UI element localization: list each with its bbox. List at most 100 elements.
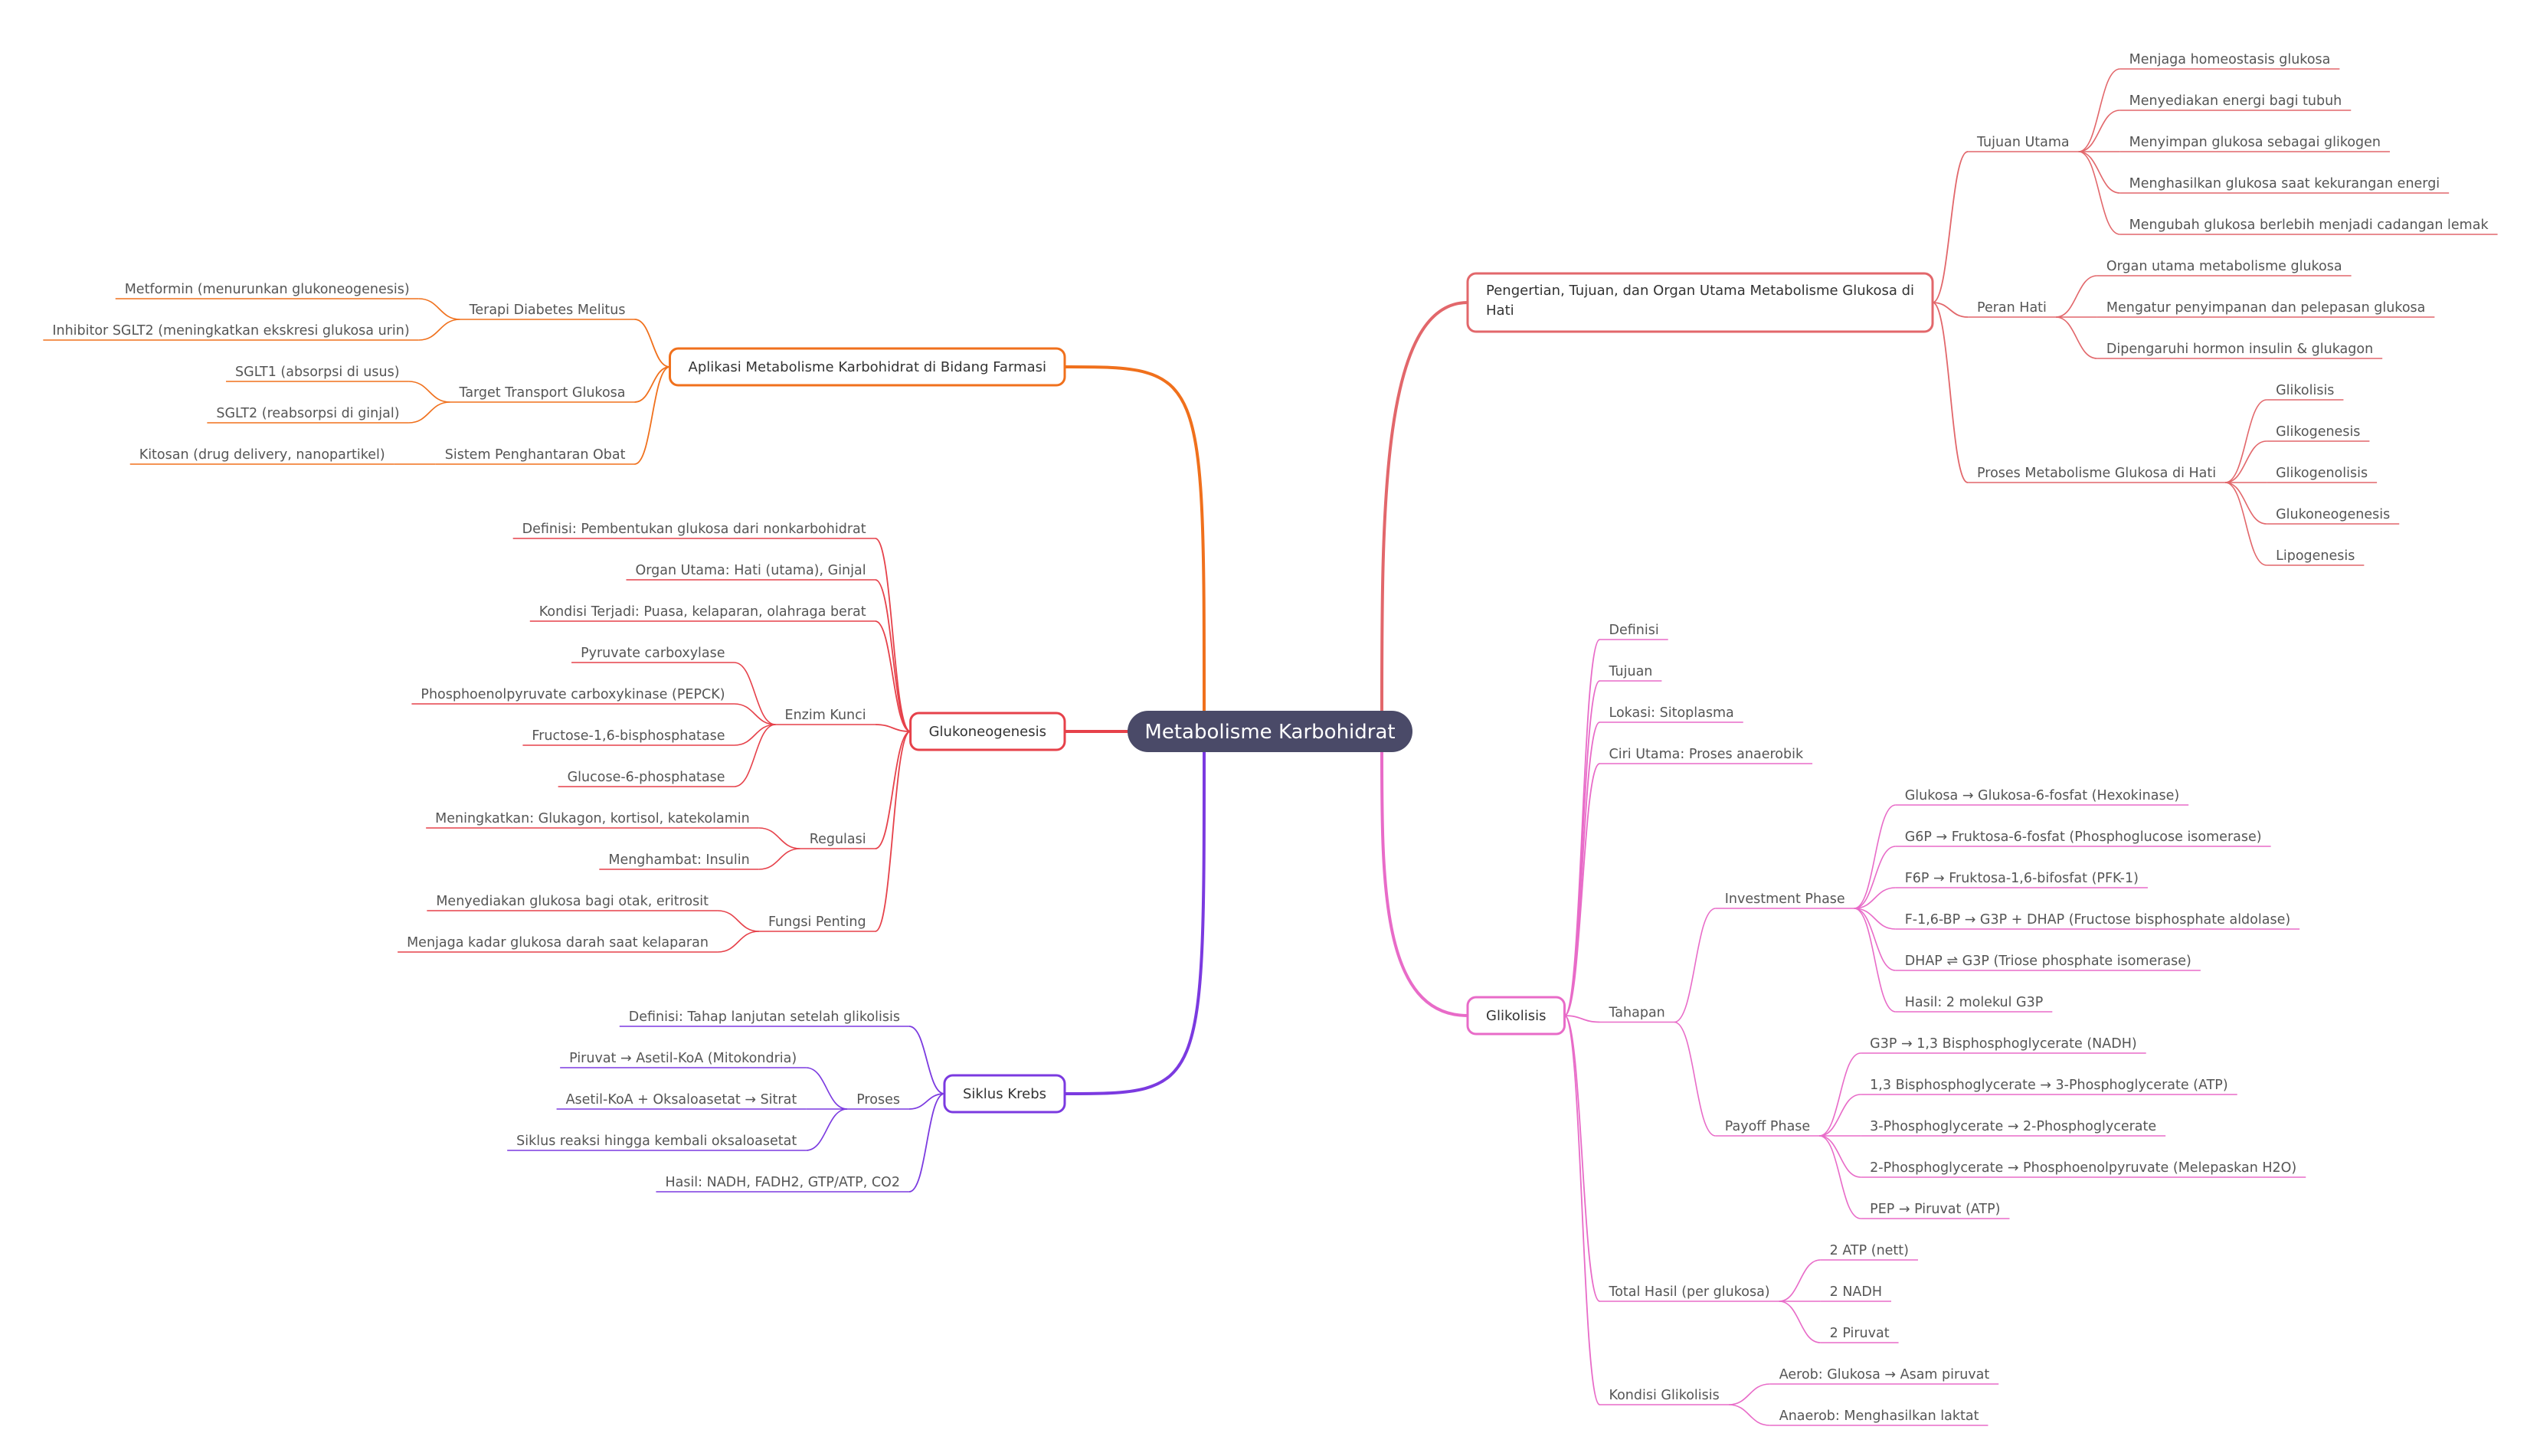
node-f-1-6-bp-g3p-dhap-fructose-bisphosphate-[interactable]: F-1,6-BP → G3P + DHAP (Fructose bisphosp… — [1895, 912, 2300, 930]
branch-pengertian[interactable]: Pengertian, Tujuan, dan Organ Utama Meta… — [1466, 272, 1934, 333]
node-glukoneogenesis[interactable]: Glukoneogenesis — [2267, 507, 2400, 525]
node-sglt2-reabsorpsi-di-ginjal[interactable]: SGLT2 (reabsorpsi di ginjal) — [207, 406, 409, 424]
node-fungsi-penting[interactable]: Fungsi Penting — [758, 914, 876, 932]
node-terapi-diabetes-melitus[interactable]: Terapi Diabetes Melitus — [460, 303, 635, 320]
node-label: Glikolisis — [2276, 383, 2334, 398]
node-sistem-penghantaran-obat[interactable]: Sistem Penghantaran Obat — [435, 447, 635, 465]
node-anaerob-menghasilkan-laktat[interactable]: Anaerob: Menghasilkan laktat — [1769, 1409, 1988, 1426]
node-g3p-1-3-bisphosphoglycerate-nadh[interactable]: G3P → 1,3 Bisphosphoglycerate (NADH) — [1861, 1036, 2146, 1054]
node-dhap-g3p-triose-phosphate-isomerase[interactable]: DHAP ⇌ G3P (Triose phosphate isomerase) — [1895, 954, 2201, 971]
link-sglt2-reabsorpsi-di-ginjal — [408, 401, 450, 424]
node-investment-phase[interactable]: Investment Phase — [1715, 892, 1854, 909]
link-menghambat-insulin — [758, 848, 800, 870]
node-label: Menyimpan glukosa sebagai glikogen — [2129, 135, 2381, 150]
node-aerob-glukosa-asam-piruvat[interactable]: Aerob: Glukosa → Asam piruvat — [1769, 1367, 1999, 1385]
node-label: SGLT1 (absorpsi di usus) — [235, 365, 400, 380]
node-kitosan-drug-delivery-nanopartikel[interactable]: Kitosan (drug delivery, nanopartikel) — [129, 447, 394, 465]
node-label: Peran Hati — [1977, 300, 2047, 316]
node-metformin-menurunkan-glukoneogenesis[interactable]: Metformin (menurunkan glukoneogenesis) — [115, 282, 419, 299]
node-organ-utama-metabolisme-glukosa[interactable]: Organ utama metabolisme glukosa — [2096, 259, 2352, 276]
branch-krebs[interactable]: Siklus Krebs — [943, 1074, 1066, 1114]
branch-glikolisis[interactable]: Glikolisis — [1466, 996, 1566, 1036]
link-phosphoenolpyruvate-carboxykinase-pepck — [734, 703, 776, 725]
node-menjaga-kadar-glukosa-darah-saat-kelapar[interactable]: Menjaga kadar glukosa darah saat kelapar… — [398, 935, 718, 953]
link-g3p-1-3-bisphosphoglycerate-nadh — [1819, 1052, 1861, 1137]
link-2-piruvat — [1779, 1301, 1821, 1343]
node-hasil-nadh-fadh2-gtp-atp-co2[interactable]: Hasil: NADH, FADH2, GTP/ATP, CO2 — [656, 1175, 909, 1193]
node-lipogenesis[interactable]: Lipogenesis — [2267, 548, 2365, 566]
node-lokasi-sitoplasma[interactable]: Lokasi: Sitoplasma — [1599, 705, 1743, 723]
node-tujuan-utama[interactable]: Tujuan Utama — [1968, 135, 2079, 152]
branch-glukoneogenesis[interactable]: Glukoneogenesis — [909, 712, 1066, 751]
node-fructose-1-6-bisphosphatase[interactable]: Fructose-1,6-bisphosphatase — [522, 728, 735, 746]
node-2-piruvat[interactable]: 2 Piruvat — [1820, 1326, 1899, 1343]
node-2-phosphoglycerate-phosphoenolpyruvate-m[interactable]: 2-Phosphoglycerate → Phosphoenolpyruvate… — [1861, 1160, 2306, 1178]
node-1-3-bisphosphoglycerate-3-phosphoglycera[interactable]: 1,3 Bisphosphoglycerate → 3-Phosphoglyce… — [1861, 1078, 2237, 1095]
trunk-aplikasi — [1064, 365, 1206, 712]
node-2-atp-nett[interactable]: 2 ATP (nett) — [1820, 1243, 1918, 1261]
node-definisi[interactable]: Definisi — [1599, 623, 1668, 640]
node-label: Proses — [856, 1092, 900, 1108]
node-label: Mengubah glukosa berlebih menjadi cadang… — [2129, 218, 2489, 233]
node-label: Kondisi Glikolisis — [1609, 1388, 1720, 1403]
node-menyediakan-energi-bagi-tubuh[interactable]: Menyediakan energi bagi tubuh — [2119, 93, 2352, 111]
node-definisi-tahap-lanjutan-setelah-glikolis[interactable]: Definisi: Tahap lanjutan setelah glikoli… — [619, 1009, 909, 1027]
node-enzim-kunci[interactable]: Enzim Kunci — [775, 708, 876, 725]
node-kondisi-terjadi-puasa-kelaparan-olahraga[interactable]: Kondisi Terjadi: Puasa, kelaparan, olahr… — [529, 604, 876, 622]
node-label: F-1,6-BP → G3P + DHAP (Fructose bisphosp… — [1905, 912, 2290, 928]
node-payoff-phase[interactable]: Payoff Phase — [1715, 1119, 1820, 1137]
node-menyediakan-glukosa-bagi-otak-eritrosit[interactable]: Menyediakan glukosa bagi otak, eritrosit — [427, 894, 718, 911]
node-asetil-koa-oksaloasetat-sitrat[interactable]: Asetil-KoA + Oksaloasetat → Sitrat — [556, 1092, 807, 1110]
node-regulasi[interactable]: Regulasi — [800, 832, 876, 849]
node-proses[interactable]: Proses — [847, 1092, 909, 1110]
node-menyimpan-glukosa-sebagai-glikogen[interactable]: Menyimpan glukosa sebagai glikogen — [2119, 135, 2391, 152]
node-proses-metabolisme-glukosa-di-hati[interactable]: Proses Metabolisme Glukosa di Hati — [1968, 466, 2226, 483]
branch-label: Pengertian, Tujuan, dan Organ Utama Meta… — [1486, 283, 1914, 299]
node-label: Target Transport Glukosa — [459, 385, 626, 401]
node-sglt1-absorpsi-di-usus[interactable]: SGLT1 (absorpsi di usus) — [226, 365, 409, 382]
node-label: Menghasilkan glukosa saat kekurangan ene… — [2129, 176, 2440, 191]
node-dipengaruhi-hormon-insulin-glukagon[interactable]: Dipengaruhi hormon insulin & glukagon — [2096, 342, 2383, 359]
node-menghambat-insulin[interactable]: Menghambat: Insulin — [599, 852, 759, 870]
node-phosphoenolpyruvate-carboxykinase-pepck[interactable]: Phosphoenolpyruvate carboxykinase (PEPCK… — [411, 687, 735, 705]
node-3-phosphoglycerate-2-phosphoglycerate[interactable]: 3-Phosphoglycerate → 2-Phosphoglycerate — [1861, 1119, 2166, 1137]
node-pep-piruvat-atp[interactable]: PEP → Piruvat (ATP) — [1861, 1202, 2010, 1219]
node-mengubah-glukosa-berlebih-menjadi-cadang[interactable]: Mengubah glukosa berlebih menjadi cadang… — [2119, 218, 2498, 235]
node-inhibitor-sglt2-meningkatkan-ekskresi-gl[interactable]: Inhibitor SGLT2 (meningkatkan ekskresi g… — [43, 323, 419, 341]
node-glikolisis[interactable]: Glikolisis — [2267, 383, 2344, 401]
link-definisi-tahap-lanjutan-setelah-glikolis — [908, 1026, 945, 1094]
node-2-nadh[interactable]: 2 NADH — [1820, 1284, 1892, 1302]
node-menjaga-homeostasis-glukosa[interactable]: Menjaga homeostasis glukosa — [2119, 52, 2340, 70]
node-label: Piruvat → Asetil-KoA (Mitokondria) — [569, 1051, 797, 1066]
root-node[interactable]: Metabolisme Karbohidrat — [1128, 711, 1412, 752]
trunk-glikolisis — [1380, 751, 1468, 1017]
node-label: Enzim Kunci — [785, 708, 866, 723]
link-kondisi-glikolisis — [1563, 1015, 1601, 1405]
node-label: Mengatur penyimpanan dan pelepasan gluko… — [2106, 300, 2425, 316]
node-target-transport-glukosa[interactable]: Target Transport Glukosa — [450, 385, 635, 403]
node-kondisi-glikolisis[interactable]: Kondisi Glikolisis — [1599, 1388, 1729, 1405]
node-tujuan[interactable]: Tujuan — [1599, 664, 1662, 682]
node-meningkatkan-glukagon-kortisol-katekolam[interactable]: Meningkatkan: Glukagon, kortisol, kateko… — [426, 811, 759, 829]
node-piruvat-asetil-koa-mitokondria[interactable]: Piruvat → Asetil-KoA (Mitokondria) — [560, 1051, 807, 1068]
node-siklus-reaksi-hingga-kembali-oksaloaseta[interactable]: Siklus reaksi hingga kembali oksaloaseta… — [507, 1134, 807, 1151]
node-glikogenesis[interactable]: Glikogenesis — [2267, 424, 2370, 442]
node-tahapan[interactable]: Tahapan — [1599, 1006, 1674, 1023]
node-glikogenolisis[interactable]: Glikogenolisis — [2267, 466, 2378, 483]
node-glukosa-glukosa-6-fosfat-hexokinase[interactable]: Glukosa → Glukosa-6-fosfat (Hexokinase) — [1895, 788, 2189, 806]
node-glucose-6-phosphatase[interactable]: Glucose-6-phosphatase — [558, 770, 735, 787]
node-peran-hati[interactable]: Peran Hati — [1968, 300, 2056, 318]
node-g6p-fruktosa-6-fosfat-phosphoglucose-iso[interactable]: G6P → Fruktosa-6-fosfat (Phosphoglucose … — [1895, 829, 2271, 847]
node-total-hasil-per-glukosa[interactable]: Total Hasil (per glukosa) — [1599, 1284, 1779, 1302]
node-menghasilkan-glukosa-saat-kekurangan-ene[interactable]: Menghasilkan glukosa saat kekurangan ene… — [2119, 176, 2450, 194]
node-organ-utama-hati-utama-ginjal[interactable]: Organ Utama: Hati (utama), Ginjal — [626, 563, 876, 581]
node-ciri-utama-proses-anaerobik[interactable]: Ciri Utama: Proses anaerobik — [1599, 747, 1813, 764]
node-f6p-fruktosa-1-6-bifosfat-pfk-1[interactable]: F6P → Fruktosa-1,6-bifosfat (PFK-1) — [1895, 871, 2148, 888]
branch-aplikasi[interactable]: Aplikasi Metabolisme Karbohidrat di Bida… — [669, 347, 1066, 387]
node-label: Sistem Penghantaran Obat — [445, 447, 626, 463]
node-pyruvate-carboxylase[interactable]: Pyruvate carboxylase — [571, 646, 735, 663]
node-definisi-pembentukan-glukosa-dari-nonkar[interactable]: Definisi: Pembentukan glukosa dari nonka… — [512, 522, 876, 539]
node-hasil-2-molekul-g3p[interactable]: Hasil: 2 molekul G3P — [1895, 995, 2053, 1013]
node-label: 3-Phosphoglycerate → 2-Phosphoglycerate — [1870, 1119, 2156, 1134]
node-mengatur-penyimpanan-dan-pelepasan-gluko[interactable]: Mengatur penyimpanan dan pelepasan gluko… — [2096, 300, 2435, 318]
